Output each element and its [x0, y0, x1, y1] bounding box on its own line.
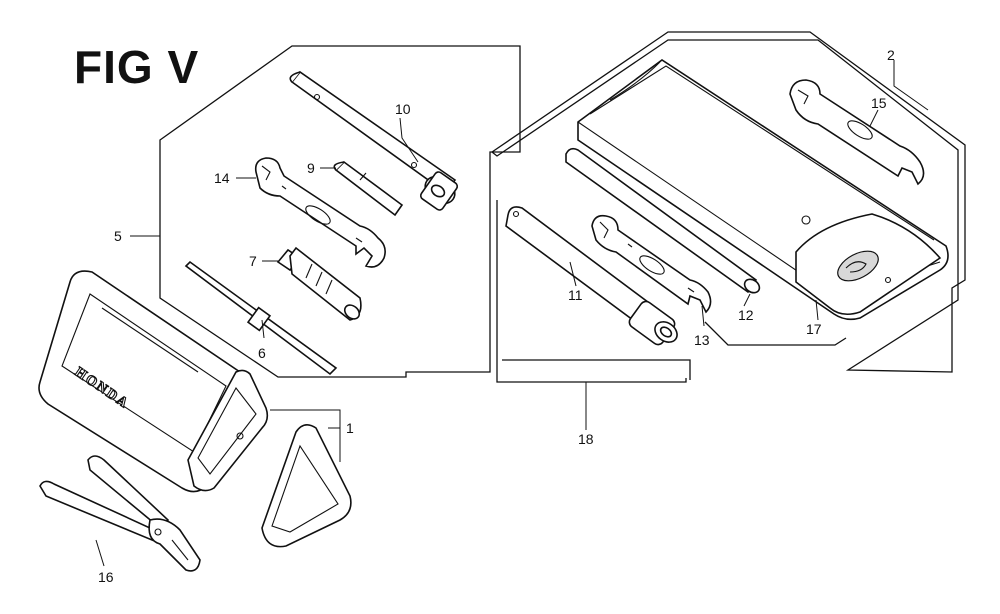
- callout-14: 14: [214, 170, 230, 186]
- callout-2: 2: [887, 47, 895, 63]
- callout-10: 10: [395, 101, 411, 117]
- callout-5: 5: [114, 228, 122, 244]
- tool-case-part-1: HONDA: [38, 270, 352, 548]
- screwdriver-grip-part-9: [333, 160, 404, 217]
- screwdriver-bit-part-6: [184, 260, 338, 376]
- figure-title: FIG V: [74, 41, 200, 93]
- callout-11: 11: [568, 287, 583, 303]
- callout-12: 12: [738, 307, 754, 323]
- wrench-part-13: [591, 214, 712, 314]
- callout-6: 6: [258, 345, 266, 361]
- group-frame-17: [704, 321, 847, 346]
- group-frame-18b: [502, 359, 691, 380]
- leader-lines: [95, 60, 929, 567]
- wrench-part-14: [254, 157, 386, 268]
- callout-16: 16: [98, 569, 114, 585]
- tool-bag-part-17: [577, 59, 949, 321]
- screwdriver-part-7: [276, 246, 362, 321]
- callout-labels: 1 2 5 6 7 9 10 11 12 13 14 15 16 17 18: [98, 47, 895, 585]
- callout-9: 9: [307, 160, 315, 176]
- callout-13: 13: [694, 332, 710, 348]
- group-frame-2: [490, 31, 966, 373]
- box-spanner-part-11: [505, 206, 678, 346]
- box-spanner-part-10: [289, 70, 459, 211]
- pliers-part-16: [39, 455, 201, 572]
- wrench-part-15: [789, 79, 925, 186]
- group-frame-5: [159, 45, 521, 378]
- group-frame-18: [496, 200, 687, 383]
- callout-18: 18: [578, 431, 594, 447]
- callout-7: 7: [249, 253, 257, 269]
- callout-1: 1: [346, 420, 354, 436]
- extension-bar-part-12: [565, 147, 761, 294]
- callout-15: 15: [871, 95, 887, 111]
- callout-17: 17: [806, 321, 822, 337]
